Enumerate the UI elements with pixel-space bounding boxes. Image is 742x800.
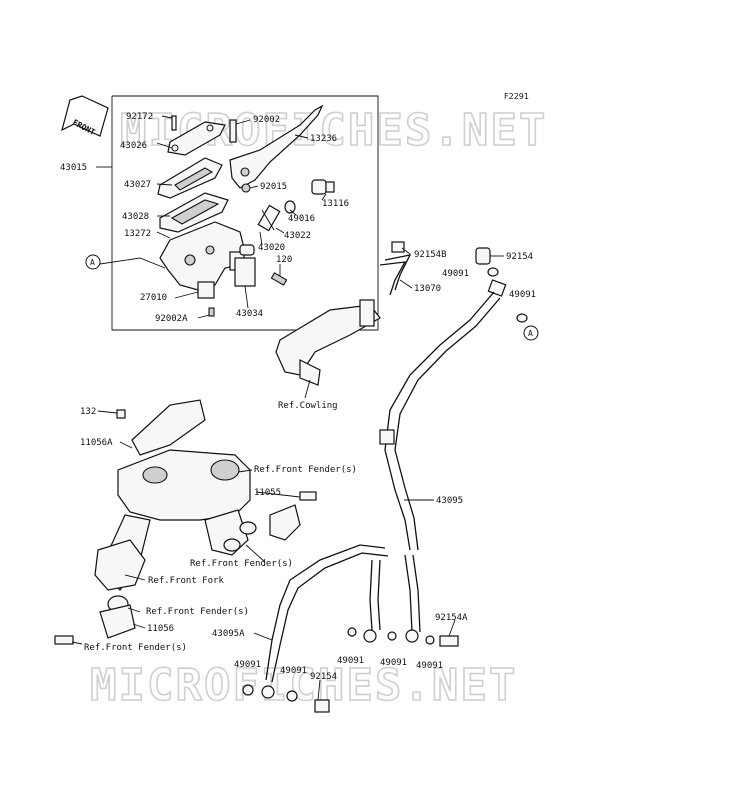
label-132: 132 [80, 407, 96, 417]
label-11056a: 11056A [80, 438, 113, 448]
ref-front-fender-1: Ref.Front Fender(s) [254, 465, 357, 475]
label-92002a: 92002A [155, 314, 188, 324]
ref-front-fender-3: Ref.Front Fender(s) [146, 607, 249, 617]
banjo-bolt-top [475, 247, 528, 323]
triple-clamp-part [116, 399, 251, 521]
svg-text:A: A [90, 258, 95, 267]
brake-hose-43095 [379, 291, 501, 551]
label-49091-b3: 49091 [416, 661, 443, 671]
label-92154a: 92154A [435, 613, 468, 623]
label-11055: 11055 [254, 488, 281, 498]
leader-lines-fork [71, 410, 301, 645]
label-49091-b5: 49091 [280, 666, 307, 676]
label-49091-top2: 49091 [509, 290, 536, 300]
label-13236: 13236 [310, 134, 337, 144]
brake-lever-part [229, 104, 324, 189]
label-13272: 13272 [124, 229, 151, 239]
ref-front-fender-2: Ref.Front Fender(s) [190, 559, 293, 569]
label-92154-top: 92154 [506, 252, 533, 262]
label-120: 120 [276, 255, 292, 265]
label-49091-b4: 49091 [234, 660, 261, 670]
cowling-bracket-part [275, 299, 381, 386]
label-43095: 43095 [436, 496, 463, 506]
label-49091-b2: 49091 [380, 658, 407, 668]
leader-lines-master [156, 115, 327, 319]
washers-bottom [242, 627, 459, 713]
figure-code: F2291 [504, 92, 529, 101]
label-43095a: 43095A [212, 629, 245, 639]
label-43034: 43034 [236, 309, 263, 319]
svg-text:A: A [528, 329, 533, 338]
reservoir-plate-part [157, 157, 223, 199]
label-43027: 43027 [124, 180, 151, 190]
master-cylinder-body [159, 221, 246, 291]
label-43028: 43028 [122, 212, 149, 222]
label-49016: 49016 [288, 214, 315, 224]
ref-circle-a-left: A [85, 254, 166, 270]
diaphragm-part [159, 192, 229, 233]
small-parts [171, 115, 335, 317]
label-13070: 13070 [414, 284, 441, 294]
ref-front-fork: Ref.Front Fork [148, 576, 224, 586]
front-fork-part [94, 491, 317, 613]
ref-labels: Ref.Cowling Ref.Front Fender(s) Ref.Fron… [84, 401, 357, 653]
clamp-11056-part [54, 604, 136, 645]
ref-cowling: Ref.Cowling [278, 401, 338, 411]
label-43020: 43020 [258, 243, 285, 253]
label-92154b: 92154B [414, 250, 447, 260]
watermark-bottom: MICROFICHES.NET [90, 660, 517, 711]
brake-hose-43095a [265, 544, 421, 683]
label-49091-top1: 49091 [442, 269, 469, 279]
label-43026: 43026 [120, 141, 147, 151]
label-92154-bottom: 92154 [310, 672, 337, 682]
ref-circle-a-right: A [523, 325, 539, 341]
label-43022: 43022 [284, 231, 311, 241]
front-arrow-icon: FRONT [61, 95, 109, 137]
label-92002: 92002 [253, 115, 280, 125]
reservoir-cap-part [167, 121, 226, 156]
ref-front-fender-4: Ref.Front Fender(s) [84, 643, 187, 653]
label-27010: 27010 [140, 293, 167, 303]
label-49091-b1: 49091 [337, 656, 364, 666]
brake-pipe-13070 [379, 241, 412, 296]
label-43015: 43015 [60, 163, 87, 173]
label-92172: 92172 [126, 112, 153, 122]
master-cylinder-bracket [111, 95, 379, 331]
label-11056: 11056 [147, 624, 174, 634]
part-labels: 92172 92002 13236 43026 43015 43027 9201… [60, 112, 536, 682]
label-92015: 92015 [260, 182, 287, 192]
label-13116: 13116 [322, 199, 349, 209]
